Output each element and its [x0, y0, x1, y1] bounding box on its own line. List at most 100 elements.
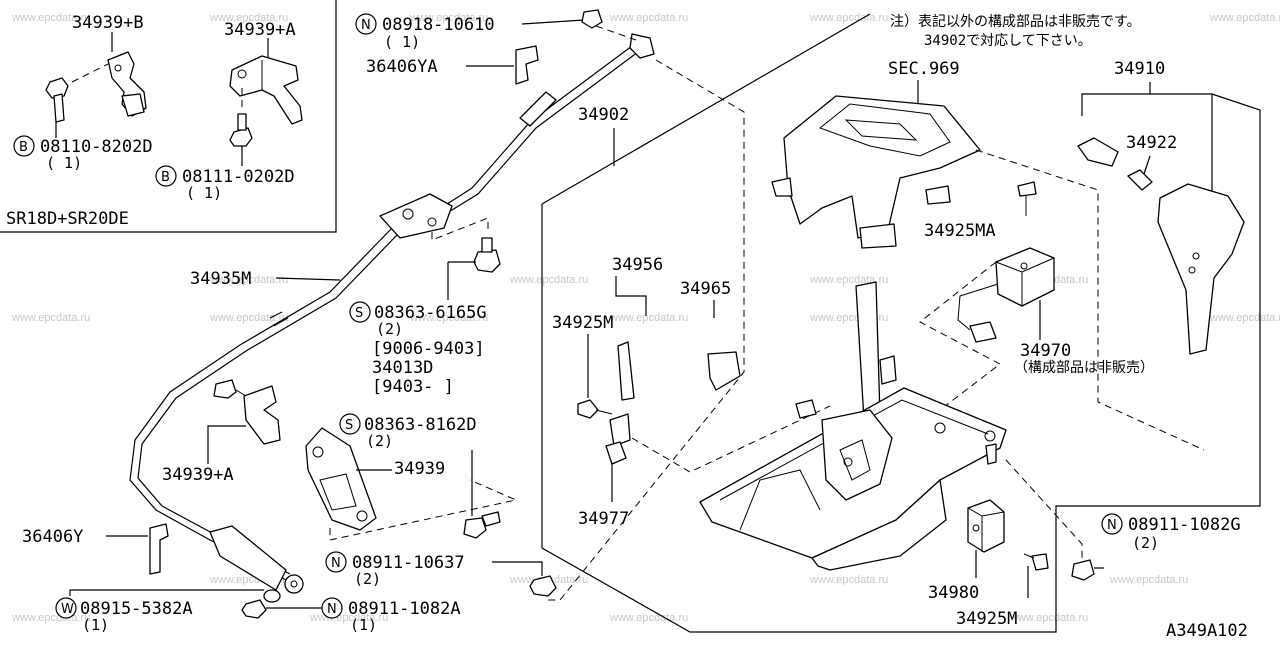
- part-label-34925m-b: 34925M: [956, 609, 1017, 629]
- bolt-b-marker-icon: [13, 135, 35, 157]
- section-ref-sec-969: SEC.969: [888, 59, 960, 79]
- finisher-panel-icon: [783, 95, 981, 239]
- bolt-b-marker-icon: [155, 165, 177, 187]
- watermark: www.epcdata.ru: [11, 612, 90, 624]
- assembly-34902-outline: 34902: [541, 13, 1261, 633]
- switch-block-icon: [995, 247, 1055, 307]
- watermark: www.epcdata.ru: [809, 12, 888, 24]
- part-label-34980: 34980: [928, 583, 979, 603]
- bracket-plate-icon: [305, 427, 377, 531]
- part-label-08918-10610: 08918-10610: [382, 15, 495, 35]
- watermark: www.epcdata.ru: [209, 12, 288, 24]
- nut-icon: [529, 575, 557, 597]
- bracket-icon: [707, 351, 741, 391]
- nut-icon: [1071, 559, 1095, 581]
- qty-08911-10637: (2): [354, 570, 381, 588]
- bracket-34939-a-inset-icon: [229, 55, 303, 125]
- watermark: www.epcdata.ru: [1009, 612, 1088, 624]
- switch-assy-34970: 34925MA 34970 （構成部品は非販売）: [919, 181, 1154, 411]
- bracket-34939-b-icon: [107, 51, 147, 117]
- clip-icon: [515, 45, 539, 85]
- watermark: www.epcdata.ru: [11, 12, 90, 24]
- bolt-icon: [45, 77, 69, 123]
- watermark: www.epcdata.ru: [509, 274, 588, 286]
- screw-icon: [577, 399, 599, 419]
- bracket-34939: S 08363-8162D (2) 34939: [305, 413, 518, 541]
- pin-icon: [605, 441, 627, 465]
- part-label-34939-a-inset: 34939+A: [224, 20, 296, 40]
- console-finisher-sec-969: SEC.969: [771, 59, 1205, 451]
- part-label-08911-10637: 08911-10637: [352, 553, 465, 573]
- screw-s-marker-letter: S: [355, 306, 363, 321]
- qty-08911-1082g: (2): [1132, 534, 1159, 552]
- part-label-08915-5382a: 08915-5382A: [80, 599, 193, 619]
- clip-36406y: 36406Y: [22, 523, 169, 575]
- part-label-34977: 34977: [578, 509, 629, 529]
- bolt-icon: [463, 517, 487, 539]
- watermark: www.epcdata.ru: [809, 574, 888, 586]
- part-label-36406ya: 36406YA: [366, 57, 438, 77]
- nut-n-marker-letter: N: [1107, 518, 1117, 533]
- part-34980: 34980 34925M: [928, 499, 1049, 629]
- nut-n-marker-letter: N: [327, 602, 337, 617]
- part-label-08911-1082g: 08911-1082G: [1128, 515, 1241, 535]
- nut-08911-1082a: N 08911-1082A (1): [241, 597, 461, 634]
- qty-08915-5382a: (1): [82, 616, 109, 634]
- washer-w-marker-letter: W: [61, 602, 74, 617]
- watermark: www.epcdata.ru: [609, 12, 688, 24]
- part-label-34902: 34902: [578, 105, 629, 125]
- qty-08110-8202d: ( 1): [46, 154, 82, 172]
- screw-s-marker-icon: [339, 413, 361, 435]
- bracket-icon: [243, 385, 281, 445]
- part-label-34939-a: 34939+A: [162, 465, 234, 485]
- watermark: www.epcdata.ru: [209, 274, 288, 286]
- qty-08363-6165g: (2): [376, 320, 403, 338]
- inset-border: [0, 0, 337, 233]
- note-line-1: 注）表記以外の構成部品は非販売です。: [890, 13, 1141, 30]
- control-cable-34935m: [129, 33, 655, 594]
- qty-08911-1082a: (1): [350, 616, 377, 634]
- clip-36406ya: 36406YA: [366, 45, 539, 85]
- part-label-08911-1082a: 08911-1082A: [348, 599, 461, 619]
- part-note-34970: （構成部品は非販売）: [1014, 360, 1154, 376]
- washer-w-marker-icon: [55, 597, 77, 619]
- note-line-2: 34902で対応して下さい。: [924, 33, 1092, 49]
- nut-n-marker-letter: N: [331, 556, 341, 571]
- shift-lever-base: [699, 281, 1007, 571]
- nut-icon: [581, 9, 603, 29]
- bolt-icon: [213, 379, 237, 399]
- inset-title: SR18D+SR20DE: [6, 209, 129, 229]
- part-label-36406y: 36406Y: [22, 527, 83, 547]
- bolt-icon: [473, 249, 501, 273]
- part-label-08111-0202d: 08111-0202D: [182, 167, 295, 187]
- qty-08363-8162d: (2): [366, 432, 393, 450]
- watermark: www.epcdata.ru: [209, 312, 288, 324]
- part-label-34922: 34922: [1126, 133, 1177, 153]
- watermark: www.epcdata.ru: [409, 12, 488, 24]
- bolt-08363-6165g: S 08363-6165G (2) [9006-9403] 34013D [94…: [349, 217, 501, 397]
- nut-n-marker-icon: [1101, 513, 1123, 535]
- part-label-34965: 34965: [680, 279, 731, 299]
- qty-08918-10610: ( 1): [384, 33, 420, 51]
- nut-n-marker-icon: [321, 597, 343, 619]
- nut-08911-10637: N 08911-10637 (2): [325, 551, 557, 597]
- nut-08911-1082g: N 08911-1082G (2): [1005, 459, 1241, 581]
- screw-s-marker-letter: S: [345, 418, 353, 433]
- part-label-34013d: 34013D: [372, 358, 433, 378]
- knob-spring-icon: [1127, 169, 1153, 191]
- washer-08915-5382a: W 08915-5382A (1): [55, 589, 281, 634]
- part-label-34939-b: 34939+B: [72, 13, 144, 33]
- part-label-34925m-a: 34925M: [552, 313, 613, 333]
- watermark-layer: www.epcdata.ru www.epcdata.ru www.epcdat…: [11, 12, 1280, 624]
- shift-knob-34910: 34910 34922: [1077, 59, 1245, 355]
- part-label-08110-8202d: 08110-8202D: [40, 137, 153, 157]
- date-range-9006-9403: [9006-9403]: [372, 339, 485, 359]
- rod-icon: [617, 341, 635, 401]
- watermark: www.epcdata.ru: [609, 612, 688, 624]
- plate-icon: [609, 413, 631, 447]
- watermark: www.epcdata.ru: [1209, 12, 1280, 24]
- lever-parts-left: 34956 34965 34925M 34977: [552, 255, 831, 529]
- watermark: www.epcdata.ru: [11, 312, 90, 324]
